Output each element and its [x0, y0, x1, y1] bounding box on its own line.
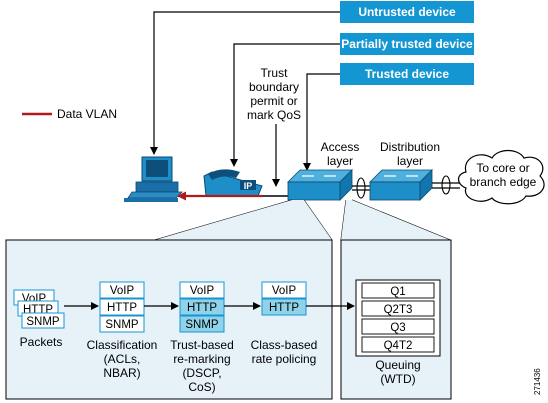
remarking-http: HTTP — [187, 302, 217, 314]
remarking-line-4: CoS) — [188, 380, 215, 394]
partially-trusted-device-header: Partially trusted device — [340, 33, 474, 55]
policing-http: HTTP — [269, 302, 299, 314]
data-vlan-label: Data VLAN — [57, 107, 117, 121]
packets-stack: VoIP HTTP SNMP — [13, 289, 65, 329]
partial-connector — [230, 43, 340, 167]
ingress-panel — [5, 239, 333, 400]
policing-stack: VoIP HTTP — [261, 281, 307, 316]
ip-phone-label: IP — [244, 181, 253, 191]
ip-phone-icon: IP — [203, 169, 263, 197]
queuing-stack: Q1 Q2T3 Q3 Q4T2 — [355, 279, 441, 357]
classification-line-2: (ACLs, — [104, 352, 141, 366]
figure-id: 271436 — [533, 368, 542, 395]
zoom-funnel-right — [341, 200, 450, 240]
remarking-line-1: Trust-based — [170, 338, 234, 352]
remarking-line-2: re-marking — [173, 352, 230, 366]
workstation-icon — [124, 156, 183, 202]
classification-snmp: SNMP — [105, 319, 139, 331]
packet-snmp: SNMP — [26, 316, 60, 328]
trust-boundary-line-2: boundary — [249, 80, 299, 94]
core-uplink-ellipse — [441, 175, 451, 195]
queue-q4t2: Q4T2 — [384, 340, 413, 352]
distribution-layer-line-2: layer — [397, 154, 423, 168]
distribution-layer-line-1: Distribution — [380, 140, 440, 154]
untrusted-connector — [150, 11, 340, 155]
policing-line-2: rate policing — [252, 352, 317, 366]
access-layer-line-2: layer — [327, 154, 353, 168]
access-layer-line-1: Access — [321, 140, 360, 154]
policing-line-1: Class-based — [251, 338, 318, 352]
remarking-line-3: (DSCP, — [182, 366, 221, 380]
partially-trusted-device-label: Partially trusted device — [341, 37, 473, 51]
queue-q2t3: Q2T3 — [384, 304, 413, 316]
queuing-line-2: (WTD) — [380, 372, 415, 386]
access-switch-icon — [287, 169, 353, 201]
trusted-connector — [303, 73, 340, 171]
classification-stack: VoIP HTTP SNMP — [99, 281, 145, 333]
packets-label: Packets — [20, 335, 63, 349]
remarking-voip: VoIP — [190, 285, 215, 297]
core-line-2: branch edge — [470, 175, 537, 189]
legend: Data VLAN — [22, 107, 117, 121]
zoom-funnel-left — [155, 200, 332, 240]
classification-line-1: Classification — [87, 338, 158, 352]
remarking-snmp: SNMP — [185, 319, 219, 331]
remarking-stack: VoIP HTTP SNMP — [179, 281, 225, 333]
core-line-1: To core or — [476, 161, 529, 175]
classification-line-3: NBAR) — [103, 366, 140, 380]
trust-boundary-line-3: permit or — [250, 94, 297, 108]
classification-voip: VoIP — [110, 285, 135, 297]
untrusted-device-label: Untrusted device — [358, 5, 456, 19]
classification-http: HTTP — [107, 302, 137, 314]
trusted-device-header: Trusted device — [340, 63, 474, 85]
trusted-device-label: Trusted device — [365, 67, 449, 81]
trust-boundary-line-4: mark QoS — [247, 108, 301, 122]
distribution-switch-icon — [369, 169, 433, 201]
core-cloud: To core or branch edge — [457, 149, 545, 205]
untrusted-device-header: Untrusted device — [340, 1, 474, 23]
trust-boundary-line-1: Trust — [261, 66, 289, 80]
queue-q1: Q1 — [390, 286, 405, 298]
policing-voip: VoIP — [272, 285, 297, 297]
trust-boundary-label: Trust boundary permit or mark QoS — [247, 66, 301, 122]
queuing-line-1: Queuing — [375, 358, 420, 372]
queue-q3: Q3 — [390, 322, 405, 334]
etherchannel-ellipse — [356, 177, 366, 199]
